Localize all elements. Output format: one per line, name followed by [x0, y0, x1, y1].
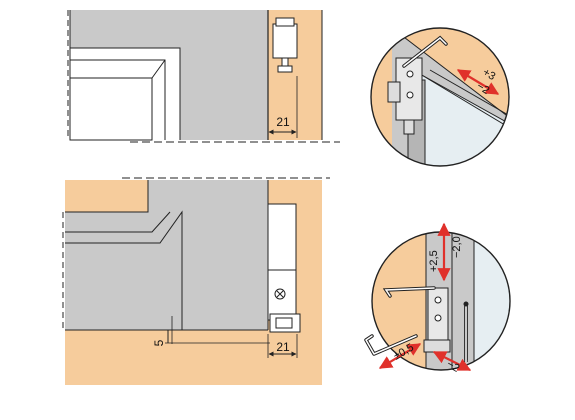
bottom-adjust-right-arrow: [432, 351, 472, 371]
top-frame-profile: [70, 10, 268, 140]
bottom-frame-profile: [65, 180, 268, 330]
top-sash-face: [69, 77, 153, 141]
top-dimension-label: 21: [276, 115, 290, 129]
top-frame-outline: [69, 10, 181, 140]
hinge-icon: [423, 287, 451, 353]
bottom-adjust-down-label: −2,0: [451, 236, 463, 258]
bottom-adjust-left-arrow: [378, 343, 422, 369]
top-detail-circle: +3 −2: [370, 27, 510, 167]
screw-icon: [463, 301, 469, 362]
bottom-width-label: 21: [276, 340, 290, 354]
top-adjust-plus-label: +3: [480, 66, 497, 83]
hinge-icon: [387, 57, 423, 135]
allen-key-icon: [402, 35, 448, 68]
hinge-icon: [267, 203, 301, 333]
bottom-gap-label: 5: [152, 339, 166, 346]
allen-key-icon: [382, 286, 436, 298]
top-adjust-arrow: [456, 69, 500, 95]
top-section-view: 21: [67, 10, 340, 143]
bottom-adjust-up-label: +2,5: [428, 250, 440, 272]
bottom-sash: [65, 210, 183, 330]
bottom-section-view: 5 21: [62, 177, 330, 385]
top-adjust-minus-label: −2: [474, 80, 491, 97]
bottom-adjust-right-label: −2: [445, 358, 462, 375]
bottom-detail-circle: +2,5 −2,0 ±0,5 −2: [364, 222, 511, 375]
hinge-icon: [272, 17, 298, 73]
